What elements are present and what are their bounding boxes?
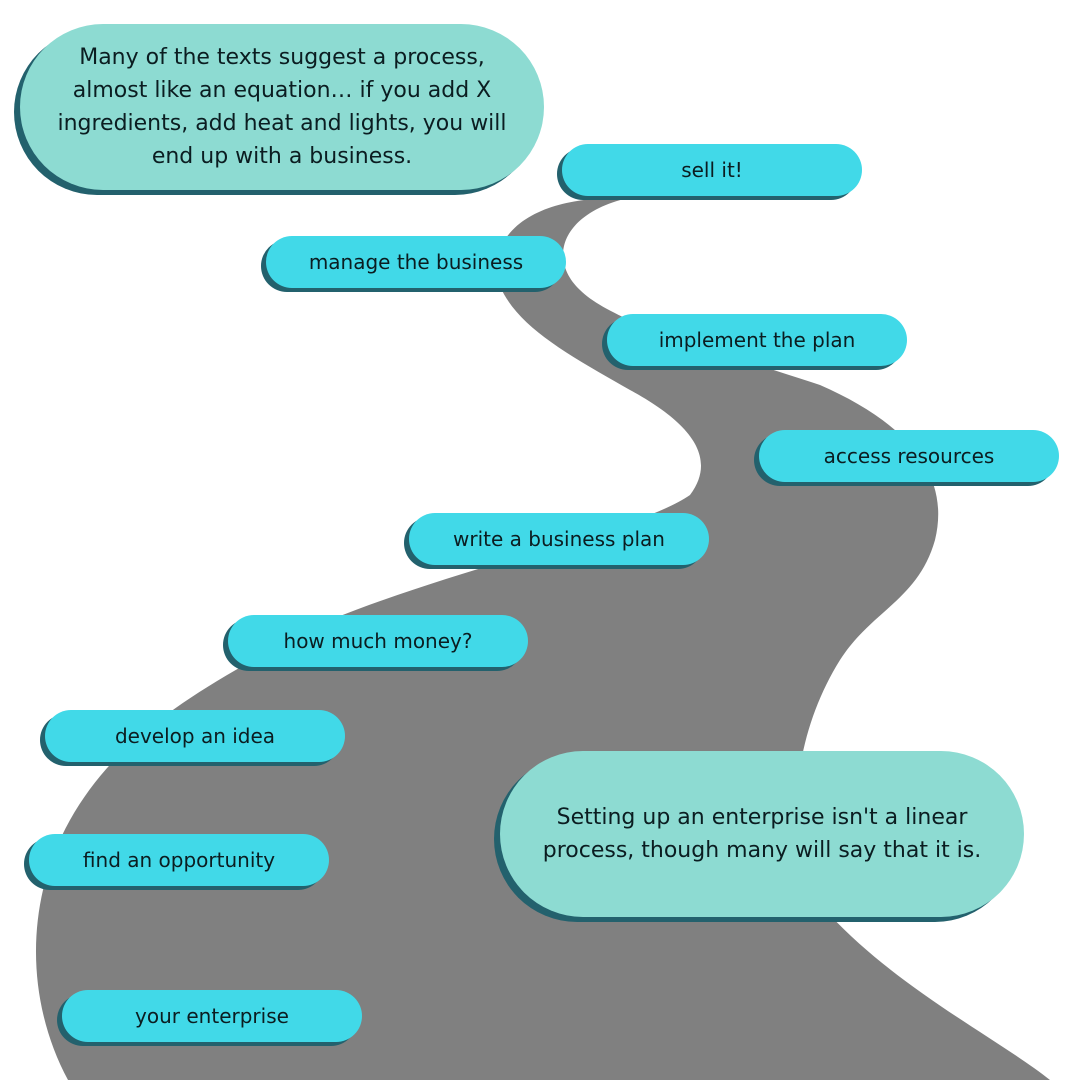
step-label: find an opportunity (82, 848, 276, 872)
step-your-enterprise: your enterprise (62, 990, 362, 1042)
step-label: write a business plan (453, 527, 665, 551)
step-write-a-business-plan: write a business plan (409, 513, 709, 565)
step-label: sell it! (681, 158, 743, 182)
step-label: your enterprise (135, 1004, 289, 1028)
step-access-resources: access resources (759, 430, 1059, 482)
step-label: manage the business (308, 250, 524, 274)
step-label: how much money? (283, 629, 473, 653)
step-how-much-money: how much money? (228, 615, 528, 667)
step-implement-the-plan: implement the plan (607, 314, 907, 366)
bottom-note-text: Setting up an enterprise isn't a linear … (542, 805, 982, 863)
step-find-an-opportunity: find an opportunity (29, 834, 329, 886)
step-sell-it: sell it! (562, 144, 862, 196)
top-note-bubble: Many of the texts suggest a process, alm… (20, 24, 544, 190)
step-label: access resources (823, 444, 995, 468)
bottom-note-bubble: Setting up an enterprise isn't a linear … (500, 751, 1024, 917)
step-label: develop an idea (114, 724, 276, 748)
step-label: implement the plan (658, 328, 856, 352)
step-manage-the-business: manage the business (266, 236, 566, 288)
step-develop-an-idea: develop an idea (45, 710, 345, 762)
top-note-text: Many of the texts suggest a process, alm… (57, 45, 507, 169)
